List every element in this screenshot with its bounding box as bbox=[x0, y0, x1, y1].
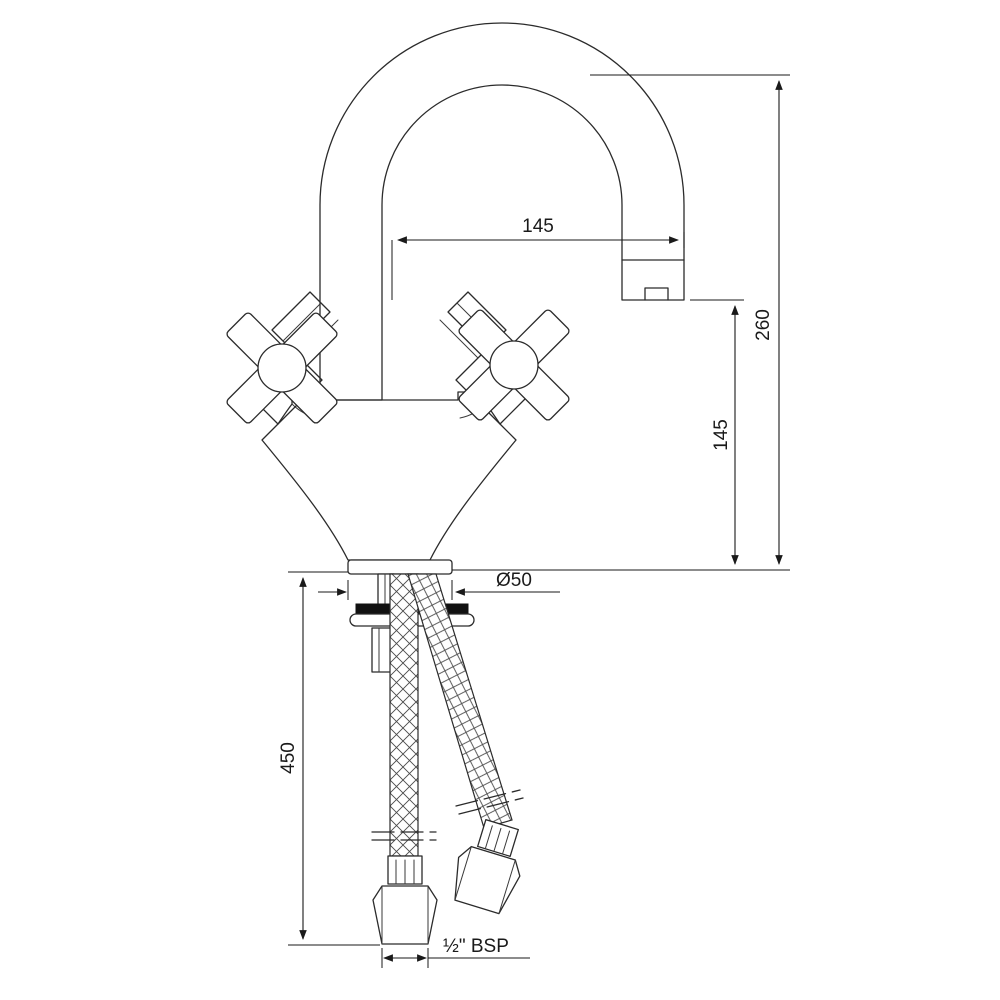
dimension-tail-thread: ½" BSP bbox=[381, 936, 530, 968]
dim-label-spout-height: 145 bbox=[711, 419, 732, 451]
dimension-base-diameter: Ø50 bbox=[318, 570, 560, 600]
left-flexible-tail bbox=[371, 573, 438, 945]
right-cross-handle[interactable] bbox=[423, 274, 604, 455]
dim-label-base-diameter: Ø50 bbox=[496, 570, 532, 591]
dimension-overall-height: 260 bbox=[590, 74, 790, 571]
right-flexible-tail bbox=[407, 573, 524, 915]
dim-label-tail-length: 450 bbox=[278, 742, 299, 774]
dimension-tail-length: 450 bbox=[278, 571, 380, 946]
dim-label-overall-height: 260 bbox=[753, 309, 774, 341]
dim-label-spout-projection: 145 bbox=[522, 216, 554, 237]
dimension-spout-height: 145 bbox=[452, 299, 744, 571]
dim-label-tail-thread: ½" BSP bbox=[443, 936, 509, 957]
gooseneck-spout bbox=[319, 22, 685, 401]
dimension-spout-projection: 145 bbox=[391, 216, 685, 300]
left-cross-handle[interactable] bbox=[191, 277, 372, 458]
